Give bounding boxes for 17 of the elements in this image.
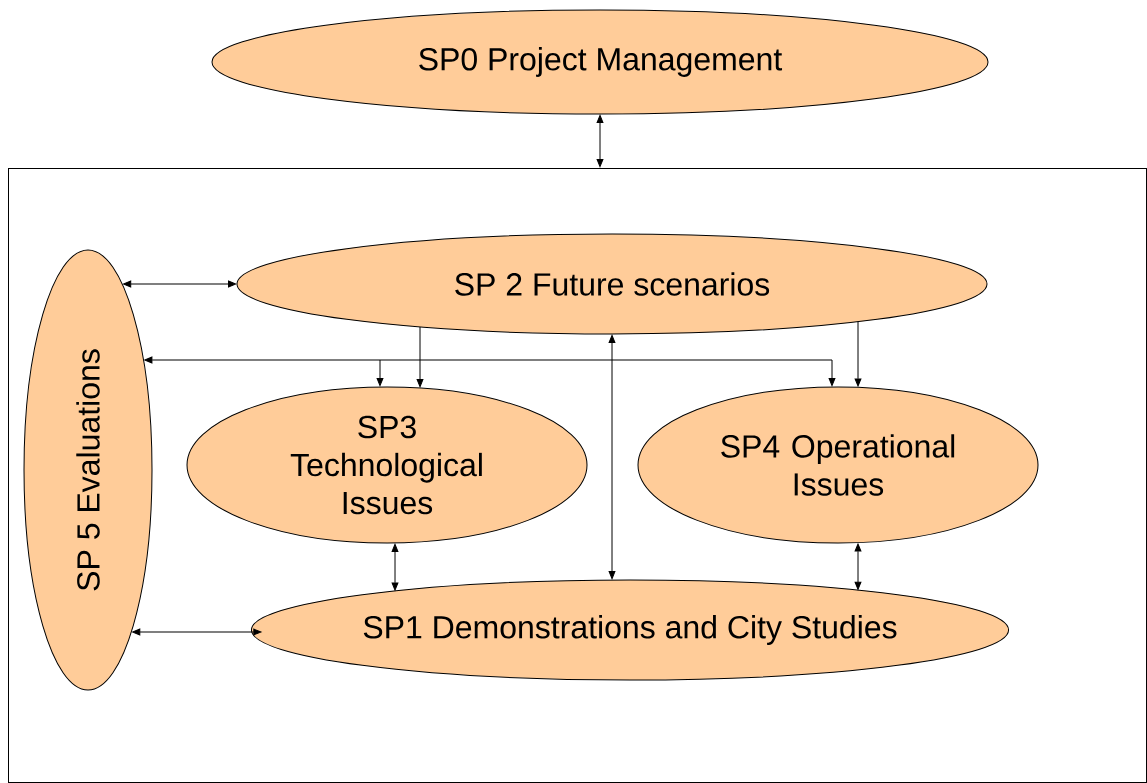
arrow xyxy=(376,359,384,387)
arrow xyxy=(144,356,833,364)
arrow xyxy=(416,326,424,388)
arrow xyxy=(854,321,862,387)
ellipse-node: SP3 Technological Issues xyxy=(186,386,588,544)
arrow xyxy=(132,628,262,636)
arrow xyxy=(391,543,399,591)
arrow xyxy=(596,114,604,168)
ellipse-node: SP4 Operational Issues xyxy=(637,386,1039,544)
ellipse-node: SP 5 Evaluations xyxy=(23,249,153,691)
ellipse-node: SP1 Demonstrations and City Studies xyxy=(250,579,1010,681)
ellipse-node: SP 2 Future scenarios xyxy=(236,233,988,335)
arrow xyxy=(854,543,862,590)
arrow xyxy=(828,359,836,387)
arrow xyxy=(608,334,616,580)
ellipse-node: SP0 Project Management xyxy=(211,9,989,115)
arrow xyxy=(123,280,237,288)
